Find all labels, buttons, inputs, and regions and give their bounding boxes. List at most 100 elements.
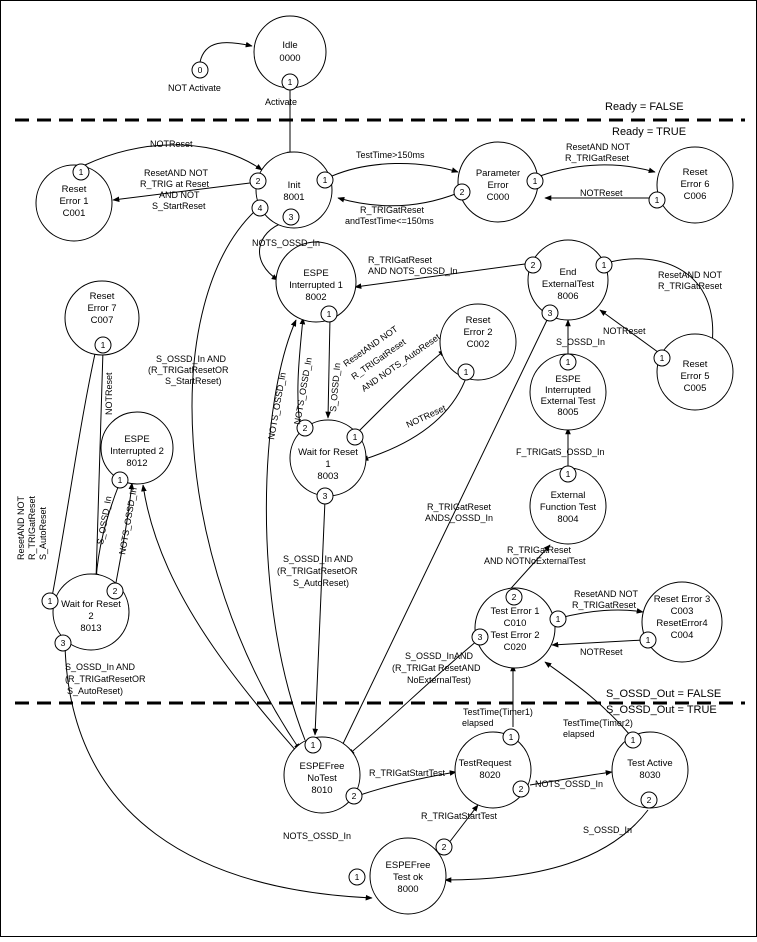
port-reset1-1: 1	[72, 163, 90, 181]
svg-text:External Test: External Test	[541, 396, 596, 407]
label-nots-ossd-in-v1: NOTS_OSSD_In	[266, 372, 288, 441]
svg-text:1: 1	[566, 469, 571, 479]
svg-text:ESPEFree: ESPEFree	[300, 761, 345, 772]
ready-false-label: Ready = FALSE	[605, 101, 684, 113]
port-reset6-1: 1	[648, 191, 666, 209]
svg-text:1: 1	[288, 77, 293, 87]
label-p-resetandnot: ResetAND NOT	[566, 142, 631, 152]
label-ftrig: F_TRIGatS_OSSD_In	[516, 447, 605, 457]
svg-text:8003: 8003	[317, 471, 338, 482]
label-e-and-nots: AND NOTS_OSSD_In	[368, 266, 458, 276]
svg-text:1: 1	[631, 735, 636, 745]
svg-text:8005: 8005	[557, 407, 578, 418]
label-s-startreset-p: S_StartReset)	[165, 376, 222, 386]
port-endext-3: 3	[541, 304, 559, 322]
label-r7-notreset: NOTReset	[104, 372, 114, 415]
svg-text:Reset Error 3: Reset Error 3	[654, 594, 711, 605]
label-and-not: AND NOT	[159, 190, 200, 200]
port-reset7-1: 1	[94, 336, 112, 354]
label-e5-resetandnot: ResetAND NOT	[658, 270, 723, 280]
label-te3-rtrig: (R_TRIGat ResetAND	[392, 663, 481, 673]
svg-text:2: 2	[88, 611, 93, 622]
svg-text:Reset: Reset	[62, 184, 87, 195]
port-testreq-1: 1	[502, 728, 520, 746]
svg-text:C007: C007	[91, 315, 114, 326]
svg-text:Parameter: Parameter	[476, 168, 520, 179]
svg-text:C002: C002	[467, 339, 490, 350]
svg-text:Error 5: Error 5	[680, 371, 709, 382]
label-te-and-not: AND NOTNoExternalTest	[484, 556, 586, 566]
label-w1-autoreset: S_AutoReset)	[293, 578, 349, 588]
svg-text:1: 1	[327, 309, 332, 319]
port-endext-2: 2	[524, 256, 542, 274]
svg-text:C000: C000	[487, 192, 510, 203]
svg-text:Test Error 2: Test Error 2	[490, 630, 539, 641]
svg-text:2: 2	[519, 784, 524, 794]
state-test-request: TestRequest 8020	[454, 731, 532, 809]
port-testreq-2: 2	[512, 780, 530, 798]
svg-text:2: 2	[531, 260, 536, 270]
label-and-testtime: andTestTime<=150ms	[345, 216, 434, 226]
port-init-4: 4	[251, 199, 269, 217]
svg-text:ESPE: ESPE	[124, 434, 149, 445]
port-espe2-1: 1	[111, 471, 129, 489]
svg-text:8001: 8001	[283, 192, 304, 203]
svg-text:Interrupted 1: Interrupted 1	[289, 280, 343, 291]
svg-text:ExternalTest: ExternalTest	[542, 279, 595, 290]
label-p-notreset: NOTReset	[580, 188, 623, 198]
svg-text:8020: 8020	[479, 770, 500, 781]
svg-text:8010: 8010	[311, 785, 332, 796]
svg-text:3: 3	[289, 212, 294, 222]
svg-text:1: 1	[355, 872, 360, 882]
svg-text:4: 4	[258, 203, 263, 213]
svg-text:8004: 8004	[557, 514, 578, 525]
svg-text:Idle: Idle	[282, 40, 297, 51]
svg-text:C020: C020	[504, 642, 527, 653]
port-init-3: 3	[282, 208, 300, 226]
state-reset-error-5: Reset Error 5 C005	[656, 333, 734, 411]
svg-text:2: 2	[460, 187, 465, 197]
svg-text:Function Test: Function Test	[540, 502, 597, 513]
port-wait2-3: 3	[54, 634, 72, 652]
svg-text:C001: C001	[63, 208, 86, 219]
port-idle-1: 1	[281, 73, 299, 91]
svg-text:1: 1	[646, 635, 651, 645]
svg-text:8030: 8030	[639, 770, 660, 781]
label-testtime: TestTime>150ms	[356, 150, 425, 160]
port-free-notest-1: 1	[304, 736, 322, 754]
label-te3-s-ossd: S_OSSD_InAND	[405, 651, 474, 661]
port-free-testok-1: 1	[348, 868, 366, 886]
label-s-startreset: S_StartReset	[152, 201, 206, 211]
label-r-trigatreset: R_TRIGatReset	[360, 205, 425, 215]
port-reset5-1: 1	[653, 349, 671, 367]
svg-text:C004: C004	[671, 630, 694, 641]
svg-text:2: 2	[113, 586, 118, 596]
label-resetandnot: ResetAND NOT	[144, 168, 209, 178]
svg-text:C003: C003	[671, 606, 694, 617]
label-t34-rtrig: R_TRIGatReset	[572, 600, 637, 610]
svg-text:1: 1	[464, 367, 469, 377]
state-external-function-test: External Function Test 8004	[529, 467, 607, 545]
port-idle-0: 0	[191, 61, 209, 79]
svg-text:Wait for Reset: Wait for Reset	[61, 599, 121, 610]
state-espe-interrupted-2: ESPE Interrupted 2 8012	[100, 411, 174, 485]
label-tt1-elapsed: elapsed	[462, 718, 494, 728]
state-reset-error-3-4: Reset Error 3 C003 ResetError4 C004	[641, 581, 723, 663]
label-t34-resetandnot: ResetAND NOT	[574, 589, 639, 599]
port-testerr-2: 2	[505, 588, 523, 606]
svg-text:2: 2	[256, 176, 261, 186]
port-testact-1: 1	[624, 731, 642, 749]
state-espe-free-notest: ESPEFree NoTest 8010	[283, 736, 361, 814]
port-wait1-1: 1	[346, 428, 364, 446]
label-tt2-elapsed: elapsed	[563, 729, 595, 739]
svg-text:Reset: Reset	[683, 167, 708, 178]
state-reset-error-7: Reset Error 7 C007	[64, 280, 140, 356]
label-w-andnot: S_AutoReset	[38, 506, 48, 560]
port-endext-1: 1	[595, 256, 613, 274]
state-parameter-error: Parameter Error C000	[457, 141, 539, 223]
svg-text:ESPE: ESPE	[303, 268, 328, 279]
label-te3-noext: NoExternalTest)	[407, 675, 471, 685]
svg-text:Error 1: Error 1	[59, 196, 88, 207]
svg-text:1: 1	[118, 475, 123, 485]
label-rtrig-or: (R_TRIGatResetOR	[148, 365, 229, 375]
